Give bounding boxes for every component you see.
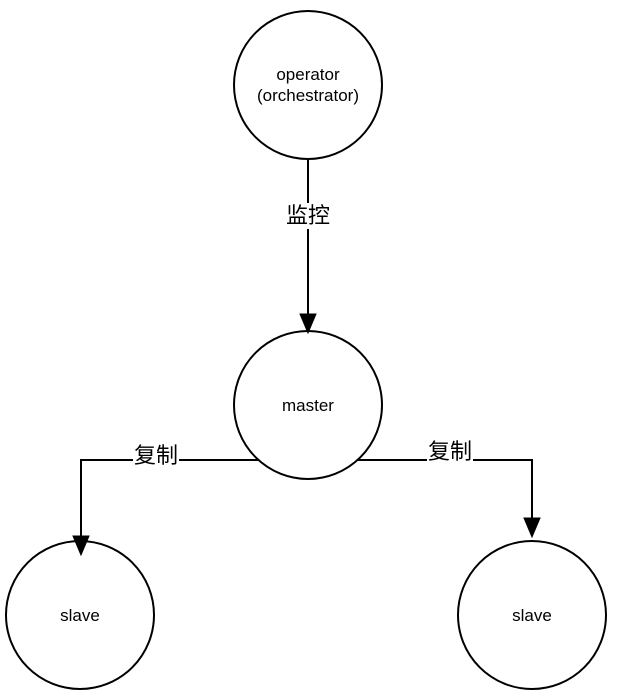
- node-master: master: [233, 330, 383, 480]
- node-slave-right-label: slave: [512, 605, 552, 625]
- edge-label-replicate-left: 复制: [132, 443, 180, 469]
- node-operator-label-line2: (orchestrator): [256, 86, 360, 105]
- edge-label-replicate-right: 复制: [426, 439, 474, 465]
- edge-label-monitor: 监控: [284, 203, 332, 229]
- arrowhead-replicate-right: [523, 517, 541, 539]
- node-operator-label-line1: operator: [276, 65, 340, 84]
- edge-replicate-right-line: [356, 459, 533, 520]
- edge-replicate-left-line: [80, 459, 260, 538]
- node-operator: operator (orchestrator): [233, 10, 383, 160]
- node-slave-left: slave: [5, 540, 155, 690]
- node-slave-right: slave: [457, 540, 607, 690]
- node-slave-left-label: slave: [60, 605, 100, 625]
- node-master-label: master: [282, 395, 334, 415]
